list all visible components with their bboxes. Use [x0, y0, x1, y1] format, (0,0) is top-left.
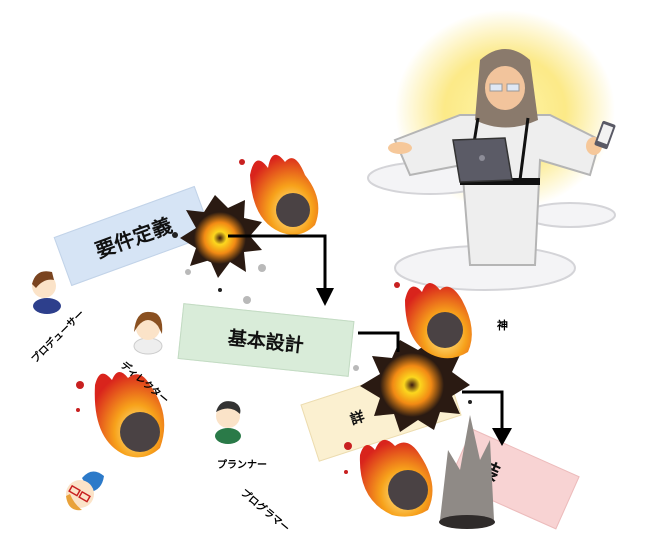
programmer-avatar: [66, 471, 104, 511]
director-avatar: [133, 311, 163, 355]
fireball-icon: [239, 154, 319, 235]
fireball-icon: [394, 282, 472, 359]
god-label: 神: [497, 319, 508, 332]
producer-avatar: [32, 271, 61, 314]
explosion-icon: [172, 195, 266, 304]
arrow-icon: [228, 234, 334, 306]
role-label-planner: プランナー: [217, 460, 267, 471]
smoke-icon: [439, 415, 495, 529]
arrow-icon: [462, 390, 512, 446]
explosion-icon: [353, 338, 472, 432]
fireball-icon: [76, 371, 165, 458]
fireball-icon: [344, 439, 433, 517]
arrow-icon: [358, 331, 400, 352]
planner-avatar: [215, 401, 241, 444]
